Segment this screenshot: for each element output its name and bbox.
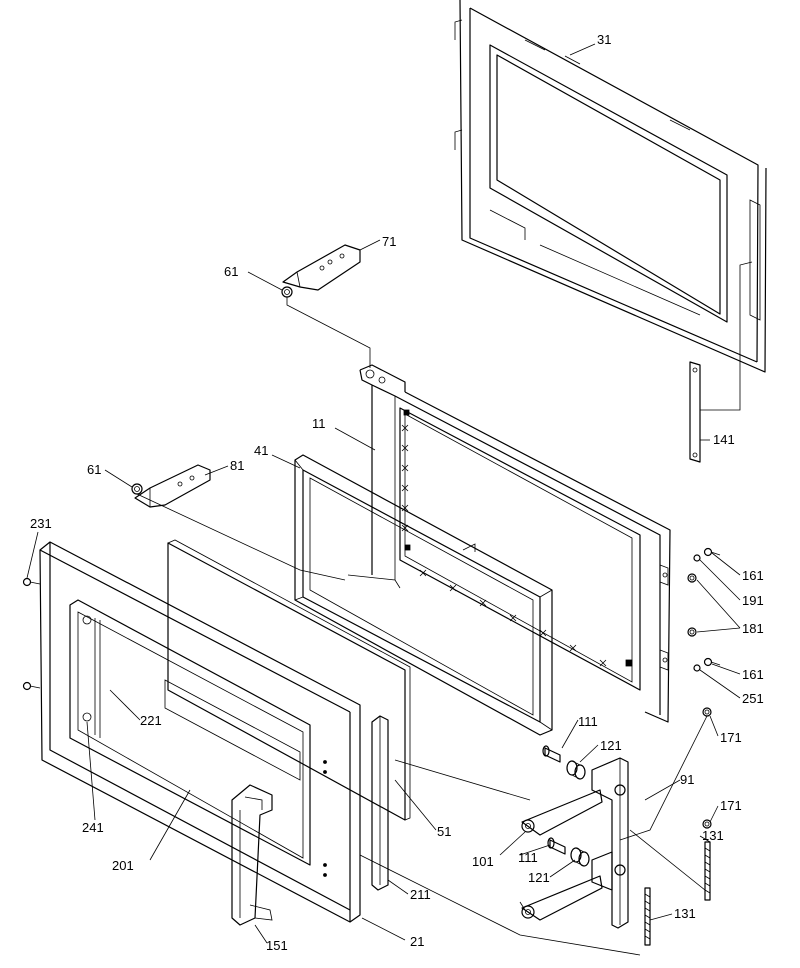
part-111-pin-lower	[547, 837, 566, 855]
label-31: 31	[597, 32, 611, 47]
part-121-roller-upper	[566, 760, 586, 780]
label-161-a: 161	[742, 568, 764, 583]
label-191: 191	[742, 593, 764, 608]
part-31-outer-panel	[454, 0, 767, 373]
part-181-screw-b	[687, 627, 697, 637]
assembly-lines	[136, 261, 753, 956]
part-231-screw-a	[22, 577, 41, 587]
label-211: 211	[410, 887, 431, 902]
part-171-screw-a	[702, 707, 712, 717]
label-71: 71	[382, 234, 396, 249]
label-171-a: 171	[720, 730, 742, 745]
part-161-screw-a	[703, 547, 721, 557]
label-21: 21	[410, 934, 424, 949]
label-171-b: 171	[720, 798, 742, 813]
part-91-hinge-plate	[591, 757, 629, 929]
part-61-screw-lower	[131, 483, 143, 495]
label-141: 141	[713, 432, 735, 447]
label-121-a: 121	[600, 738, 622, 753]
part-231-screw-b	[22, 681, 41, 691]
label-181: 181	[742, 621, 764, 636]
label-41: 41	[254, 443, 268, 458]
part-131-spring-upper	[704, 841, 711, 901]
label-11: 11	[312, 416, 326, 431]
part-111-pin-upper	[542, 745, 561, 763]
label-61-lower: 61	[87, 462, 101, 477]
part-121-roller-lower	[570, 847, 590, 867]
part-51-glass	[167, 539, 411, 821]
label-241: 241	[82, 820, 104, 835]
label-201: 201	[112, 858, 134, 873]
part-81-lower-hinge	[134, 464, 211, 508]
label-111-a: 111	[578, 714, 598, 729]
part-21-front-panel	[39, 541, 361, 923]
label-91: 91	[680, 772, 694, 787]
part-71-upper-hinge	[282, 244, 361, 291]
part-161-screw-b	[703, 657, 721, 667]
label-61-upper: 61	[224, 264, 238, 279]
part-151-handle	[231, 784, 273, 926]
part-101-lever-upper	[521, 789, 603, 836]
label-81: 81	[230, 458, 244, 473]
label-231: 231	[30, 516, 52, 531]
label-121-b: 121	[528, 870, 550, 885]
part-171-screw-b	[702, 819, 712, 829]
label-221: 221	[140, 713, 162, 728]
part-141-latch	[689, 361, 701, 463]
part-61-screw-upper	[281, 286, 293, 298]
label-101: 101	[472, 854, 494, 869]
label-111-b: 111	[518, 850, 538, 865]
part-41-gasket-frame	[294, 454, 553, 736]
part-181-screw-a	[687, 573, 697, 583]
part-101-lever-lower	[521, 875, 603, 921]
label-151: 151	[266, 938, 288, 953]
part-131-spring-lower	[644, 887, 651, 946]
label-131-b: 131	[674, 906, 696, 921]
label-51: 51	[437, 824, 451, 839]
part-191-washer	[693, 554, 701, 562]
label-251: 251	[742, 691, 764, 706]
part-labels: 31 71 61 11 41 81 61 231 141 161 191 181…	[30, 32, 764, 953]
leader-lines	[26, 43, 741, 944]
label-131-a: 131	[702, 828, 724, 843]
part-211-strip	[371, 715, 389, 891]
part-251-washer	[693, 664, 701, 672]
label-161-b: 161	[742, 667, 764, 682]
part-11-inner-frame	[347, 364, 671, 723]
